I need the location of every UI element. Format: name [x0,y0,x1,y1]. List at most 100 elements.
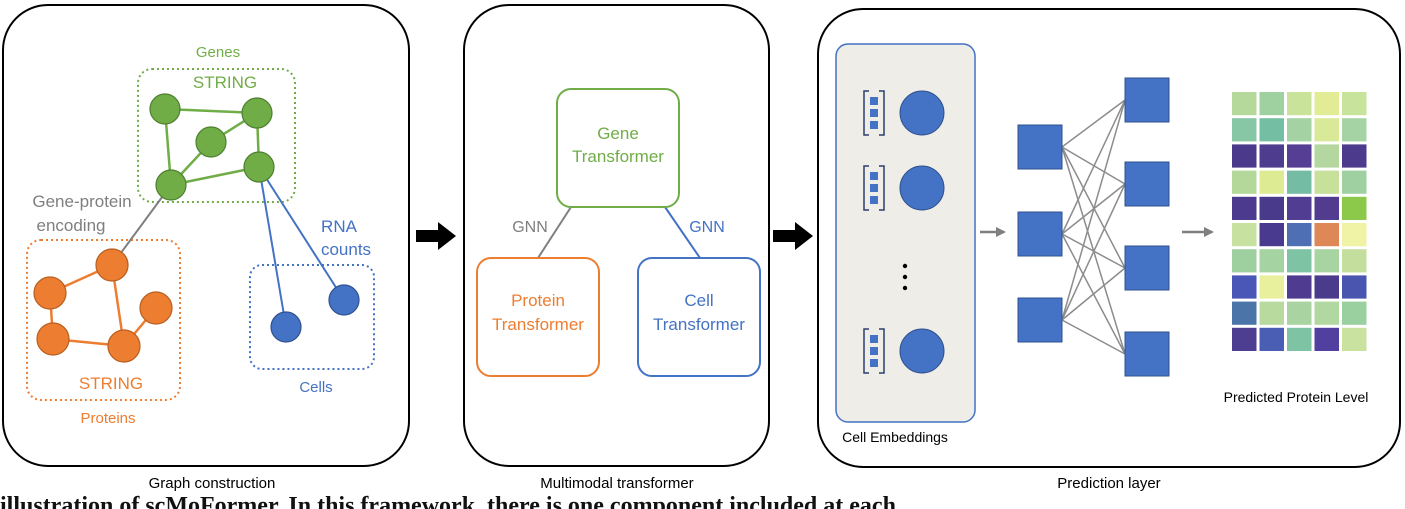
caption-prediction-layer: Prediction layer [1057,475,1160,492]
heatmap-cell [1259,170,1284,194]
cell-nodes [270,284,360,343]
mlp-node [1124,331,1170,377]
mlp-node [1124,77,1170,123]
rna-counts-label: counts [321,240,371,259]
heatmap-cell [1259,144,1284,168]
heatmap-cell [1342,92,1367,116]
heatmap-cell [1314,249,1339,273]
cells-group-box [249,264,375,370]
heatmap-cell [1314,223,1339,247]
genes-string-label: STRING [193,73,257,92]
protein-node [33,276,67,310]
panel-multimodal-transformer: Gene Transformer Protein Transformer Cel… [463,4,770,467]
heatmap-cell [1342,196,1367,220]
heatmap-cell [1259,223,1284,247]
gnn-edge-protein [537,206,572,259]
gene-protein-encoding-label: Gene-protein [32,192,131,211]
heatmap-cell [1287,118,1312,142]
heatmap-cell [1314,144,1339,168]
heatmap-cell [1314,327,1339,351]
heatmap-cell [1342,327,1367,351]
heatmap-cell [1232,275,1257,299]
vector-cell [870,97,878,105]
vector-bracket-left [863,90,869,136]
cell-embedding-row [863,328,945,374]
mlp-node [1017,211,1063,257]
protein-transformer-label: Transformer [492,315,584,334]
heatmap-cell [1259,275,1284,299]
heatmap-cell [1232,144,1257,168]
vector-cell [870,347,878,355]
vector-bracket-right [879,328,885,374]
figure-caption-text: illustration of scMoFormer. In this fram… [0,493,896,509]
rna-counts-label: RNA [321,217,358,236]
mlp-edge [1061,99,1126,321]
protein-transformer-box [476,257,600,377]
heatmap-cell [1232,249,1257,273]
arrow-panel2-to-panel3 [773,222,813,250]
cell-node [270,311,302,343]
genes-group-box [137,68,296,203]
heatmap-cell [1314,170,1339,194]
vector-cell [870,172,878,180]
vector-cell [870,121,878,129]
heatmap-cell [1342,118,1367,142]
gene-node [195,126,227,158]
gene-node [241,97,273,129]
cells-label: Cells [299,379,332,396]
heatmap-cell [1287,249,1312,273]
vector-bracket-left [863,328,869,374]
ellipsis-dot [902,263,908,269]
gnn-label-left: GNN [512,219,548,236]
heatmap-cell [1314,196,1339,220]
heatmap-cell [1259,196,1284,220]
arrow-panel1-to-panel2 [416,222,456,250]
mlp-node [1017,297,1063,343]
heatmap-cell [1342,275,1367,299]
gene-node [243,151,275,183]
heatmap-cell [1287,301,1312,325]
heatmap-cell [1287,275,1312,299]
proteins-label: Proteins [80,410,135,427]
mlp-node [1124,245,1170,291]
heatmap-cell [1342,249,1367,273]
cell-node [328,284,360,316]
vector-cell [870,184,878,192]
gene-node [149,93,181,125]
heatmap-cell [1259,249,1284,273]
heatmap-cell [1342,170,1367,194]
predicted-protein-heatmap [1232,92,1367,351]
heatmap-cell [1287,223,1312,247]
mlp-edge [1061,319,1126,355]
heatmap-cell [1314,118,1339,142]
heatmap-cell [1232,118,1257,142]
cell-embedding-circle [899,90,945,136]
heatmap-cell [1259,118,1284,142]
vector-bracket-right [879,165,885,211]
cell-embeddings-label: Cell Embeddings [842,429,948,445]
cell-embedding-rows [863,90,945,374]
heatmap-cell [1314,275,1339,299]
genes-label: Genes [196,44,240,61]
rna-count-edges [258,166,345,328]
heatmap-cell [1259,327,1284,351]
mlp-edge [1061,99,1126,235]
heatmap-cell [1287,170,1312,194]
heatmap-cell [1259,92,1284,116]
heatmap-cell [1287,327,1312,351]
vector-cell [870,196,878,204]
heatmap-cell [1287,196,1312,220]
caption-multimodal-transformer: Multimodal transformer [540,475,693,492]
vector-bracket-right [879,90,885,136]
vector-bracket-left [863,165,869,211]
heatmap-cell [1259,301,1284,325]
protein-node [139,291,173,325]
protein-node [95,248,129,282]
gnn-label-right: GNN [689,219,725,236]
gnn-edge-cell [664,206,701,259]
mlp-edge [1061,99,1126,148]
cell-embeddings-box [835,43,976,423]
cell-transformer-label: Transformer [653,315,745,334]
gene-nodes [149,93,275,201]
heatmap-cell [1232,92,1257,116]
